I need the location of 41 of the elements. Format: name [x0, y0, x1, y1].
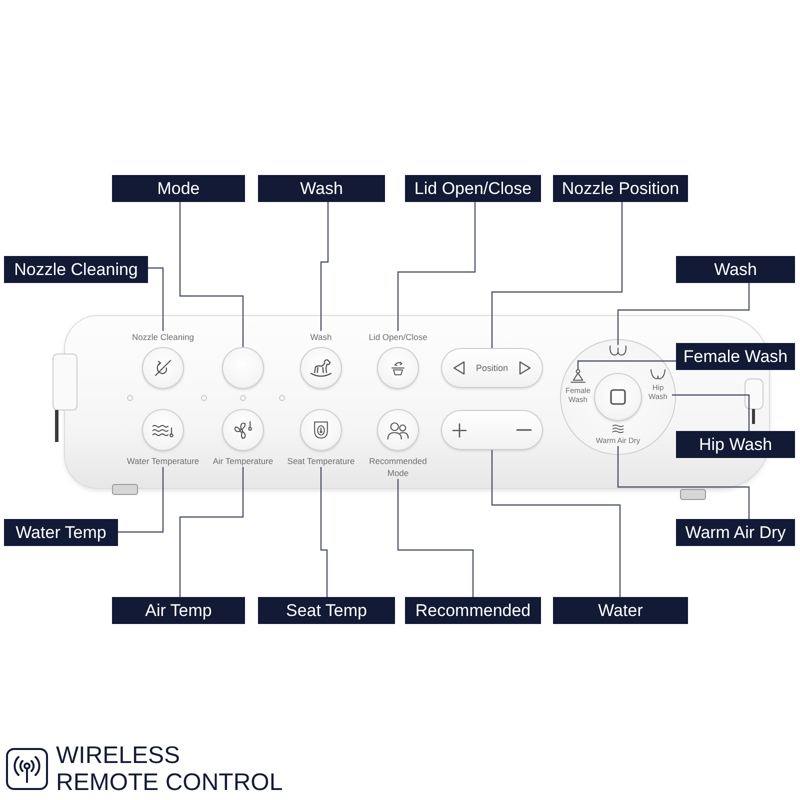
callout-label: Warm Air Dry	[676, 519, 795, 546]
button-label: Air Temperature	[212, 455, 274, 467]
leader-line	[148, 267, 164, 331]
callout-label: Water Temp	[4, 519, 118, 546]
leader-line	[617, 283, 750, 345]
leader-line	[397, 202, 476, 331]
callout-label: Wash	[258, 175, 385, 202]
button-label: Nozzle Cleaning	[132, 331, 194, 343]
button-label: Lid Open/Close	[368, 331, 428, 343]
round-button	[594, 373, 642, 421]
callout-label: Mode	[112, 175, 245, 202]
callout-label: Seat Temp	[258, 597, 395, 624]
callout-label: Recommended	[405, 597, 541, 624]
leader-line	[617, 446, 750, 519]
callout-label: Female Wash	[676, 343, 795, 370]
callout-label: Wash	[676, 256, 795, 283]
leader-line	[179, 467, 244, 597]
leader-line	[672, 394, 750, 431]
callout-label: Water	[553, 597, 688, 624]
leader-line	[179, 202, 244, 347]
callout-label: Nozzle Position	[553, 175, 688, 202]
heading-text: WIRELESS REMOTE CONTROL	[56, 742, 284, 796]
leader-line	[320, 467, 328, 597]
rear-icon	[609, 345, 627, 356]
leader-line	[491, 202, 623, 348]
button-label: Water Temperature	[126, 455, 200, 467]
callout-label: Nozzle Cleaning	[4, 256, 148, 283]
leader-line	[397, 479, 474, 597]
position-button: Position	[441, 348, 543, 388]
button-label: Seat Temperature	[287, 455, 355, 467]
round-button	[222, 347, 264, 389]
button-label: Recommended Mode	[368, 455, 428, 479]
leader-line	[577, 360, 676, 369]
leader-line	[320, 202, 329, 331]
button-label: Wash	[310, 331, 332, 343]
plus-minus-button	[441, 410, 543, 450]
callout-label: Hip Wash	[676, 431, 795, 458]
callout-label: Lid Open/Close	[405, 175, 541, 202]
leader-line	[491, 450, 621, 597]
leader-line	[118, 467, 164, 533]
callout-label: Air Temp	[112, 597, 245, 624]
